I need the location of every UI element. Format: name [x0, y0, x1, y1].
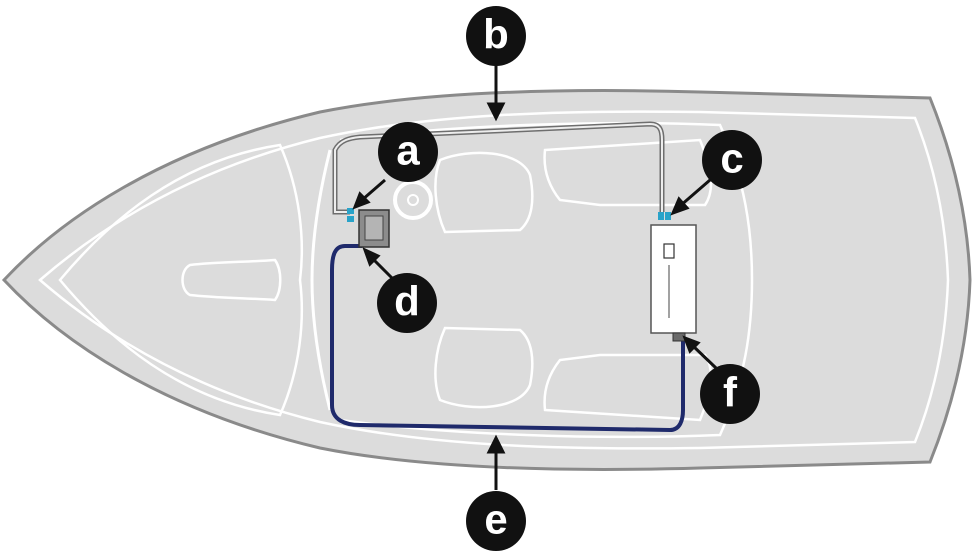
arrow-a-head [352, 191, 371, 210]
passenger-seat [434, 326, 534, 409]
callout-c-circle [702, 130, 762, 190]
arrow-f [690, 343, 718, 370]
arrow-e-head [486, 434, 506, 454]
arrow-c-head [670, 196, 690, 216]
module-d-face [364, 215, 384, 241]
connector-c-2 [665, 212, 671, 220]
arrow-d [370, 256, 394, 280]
callout-c-label: c [720, 135, 743, 182]
leader-arrows [352, 62, 718, 490]
gray-cable-inner [334, 122, 663, 213]
callout-d: d [377, 273, 437, 333]
bow-cushion [181, 258, 282, 302]
module-d [347, 208, 390, 248]
gunwale-line [38, 110, 950, 450]
amplifier-body [650, 224, 697, 334]
steering-wheel [393, 180, 433, 220]
callout-b-circle [466, 6, 526, 66]
connector-a-2 [347, 216, 354, 222]
callout-e-circle [466, 491, 526, 551]
callout-b: b [466, 6, 526, 66]
steering-hub [407, 194, 419, 206]
callout-a-circle [378, 122, 438, 182]
blue-cable [330, 244, 685, 433]
hull-outline [1, 89, 972, 471]
cockpit-rim [339, 121, 754, 439]
arrow-d-head [362, 247, 381, 267]
helm-seat [434, 151, 534, 234]
connector-a-1 [347, 208, 354, 214]
callout-e-label: e [484, 496, 507, 543]
callout-f-circle [700, 364, 760, 424]
arrow-b-head [486, 102, 506, 122]
callout-d-circle [377, 273, 437, 333]
callout-f-label: f [723, 369, 738, 416]
callout-f: f [700, 364, 760, 424]
callout-a: a [378, 122, 438, 182]
arrow-f-head [682, 335, 701, 354]
amplifier-unit [650, 212, 697, 342]
callout-c: c [702, 130, 762, 190]
callout-a-label: a [396, 127, 420, 174]
arrow-a [361, 178, 386, 202]
bow-deck [58, 143, 304, 417]
connector-c-1 [658, 212, 664, 220]
callout-d-label: d [394, 278, 420, 325]
arrow-c [679, 178, 711, 208]
callout-e: e [466, 491, 526, 551]
windshield [310, 149, 332, 411]
callout-b-label: b [483, 11, 509, 58]
amplifier-switch [663, 243, 675, 259]
boat-hull [1, 89, 972, 471]
